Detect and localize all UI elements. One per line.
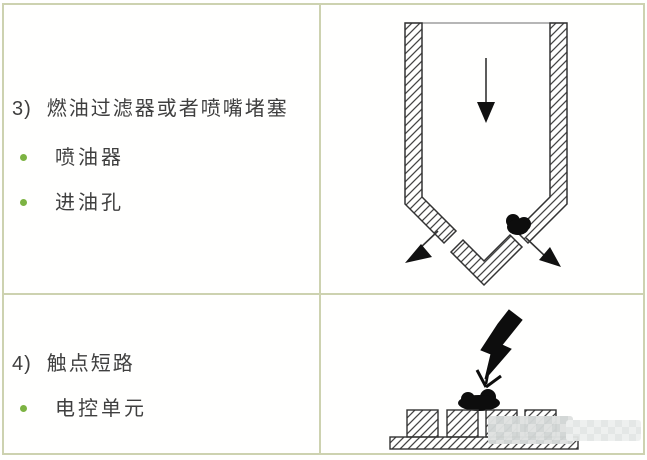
spray-arrow-left-icon [405, 230, 439, 263]
horizontal-divider [2, 293, 645, 295]
vertical-divider [319, 3, 321, 455]
pixelated-watermark [488, 416, 573, 444]
nozzle-tip-piece [449, 233, 524, 287]
list-item: 喷油器 [0, 145, 320, 171]
section-3-heading: 3) 燃油过滤器或者喷嘴堵塞 [12, 96, 289, 122]
table-frame-border [2, 3, 645, 455]
bullet-text: 喷油器 [55, 147, 124, 169]
solder-blob-icon [458, 389, 500, 411]
pixelated-watermark [566, 420, 641, 441]
bullet-dot-icon [20, 154, 27, 161]
board-block [406, 409, 439, 438]
spray-arrow-right-icon [525, 237, 561, 267]
short-circuit-board-diagram [389, 309, 579, 450]
section-3-title: 燃油过滤器或者喷嘴堵塞 [46, 98, 289, 120]
bullet-text: 电控单元 [55, 398, 147, 420]
board-block [446, 409, 479, 438]
flow-down-arrow-icon [477, 58, 495, 123]
bullet-dot-icon [20, 405, 27, 412]
section-4-title: 触点短路 [46, 353, 135, 375]
section-4-number: 4) [12, 353, 32, 375]
section-3-number: 3) [12, 98, 32, 120]
lightning-bolt-icon [475, 309, 523, 389]
list-item: 电控单元 [0, 396, 320, 422]
nozzle-right-wall [514, 22, 568, 245]
section-4-heading: 4) 触点短路 [12, 351, 135, 377]
bullet-text: 进油孔 [55, 192, 124, 214]
clog-blob-icon [506, 214, 531, 235]
bullet-dot-icon [20, 199, 27, 206]
list-item: 进油孔 [0, 190, 320, 216]
clogged-injector-nozzle-diagram [404, 22, 568, 287]
nozzle-left-wall [404, 22, 458, 245]
